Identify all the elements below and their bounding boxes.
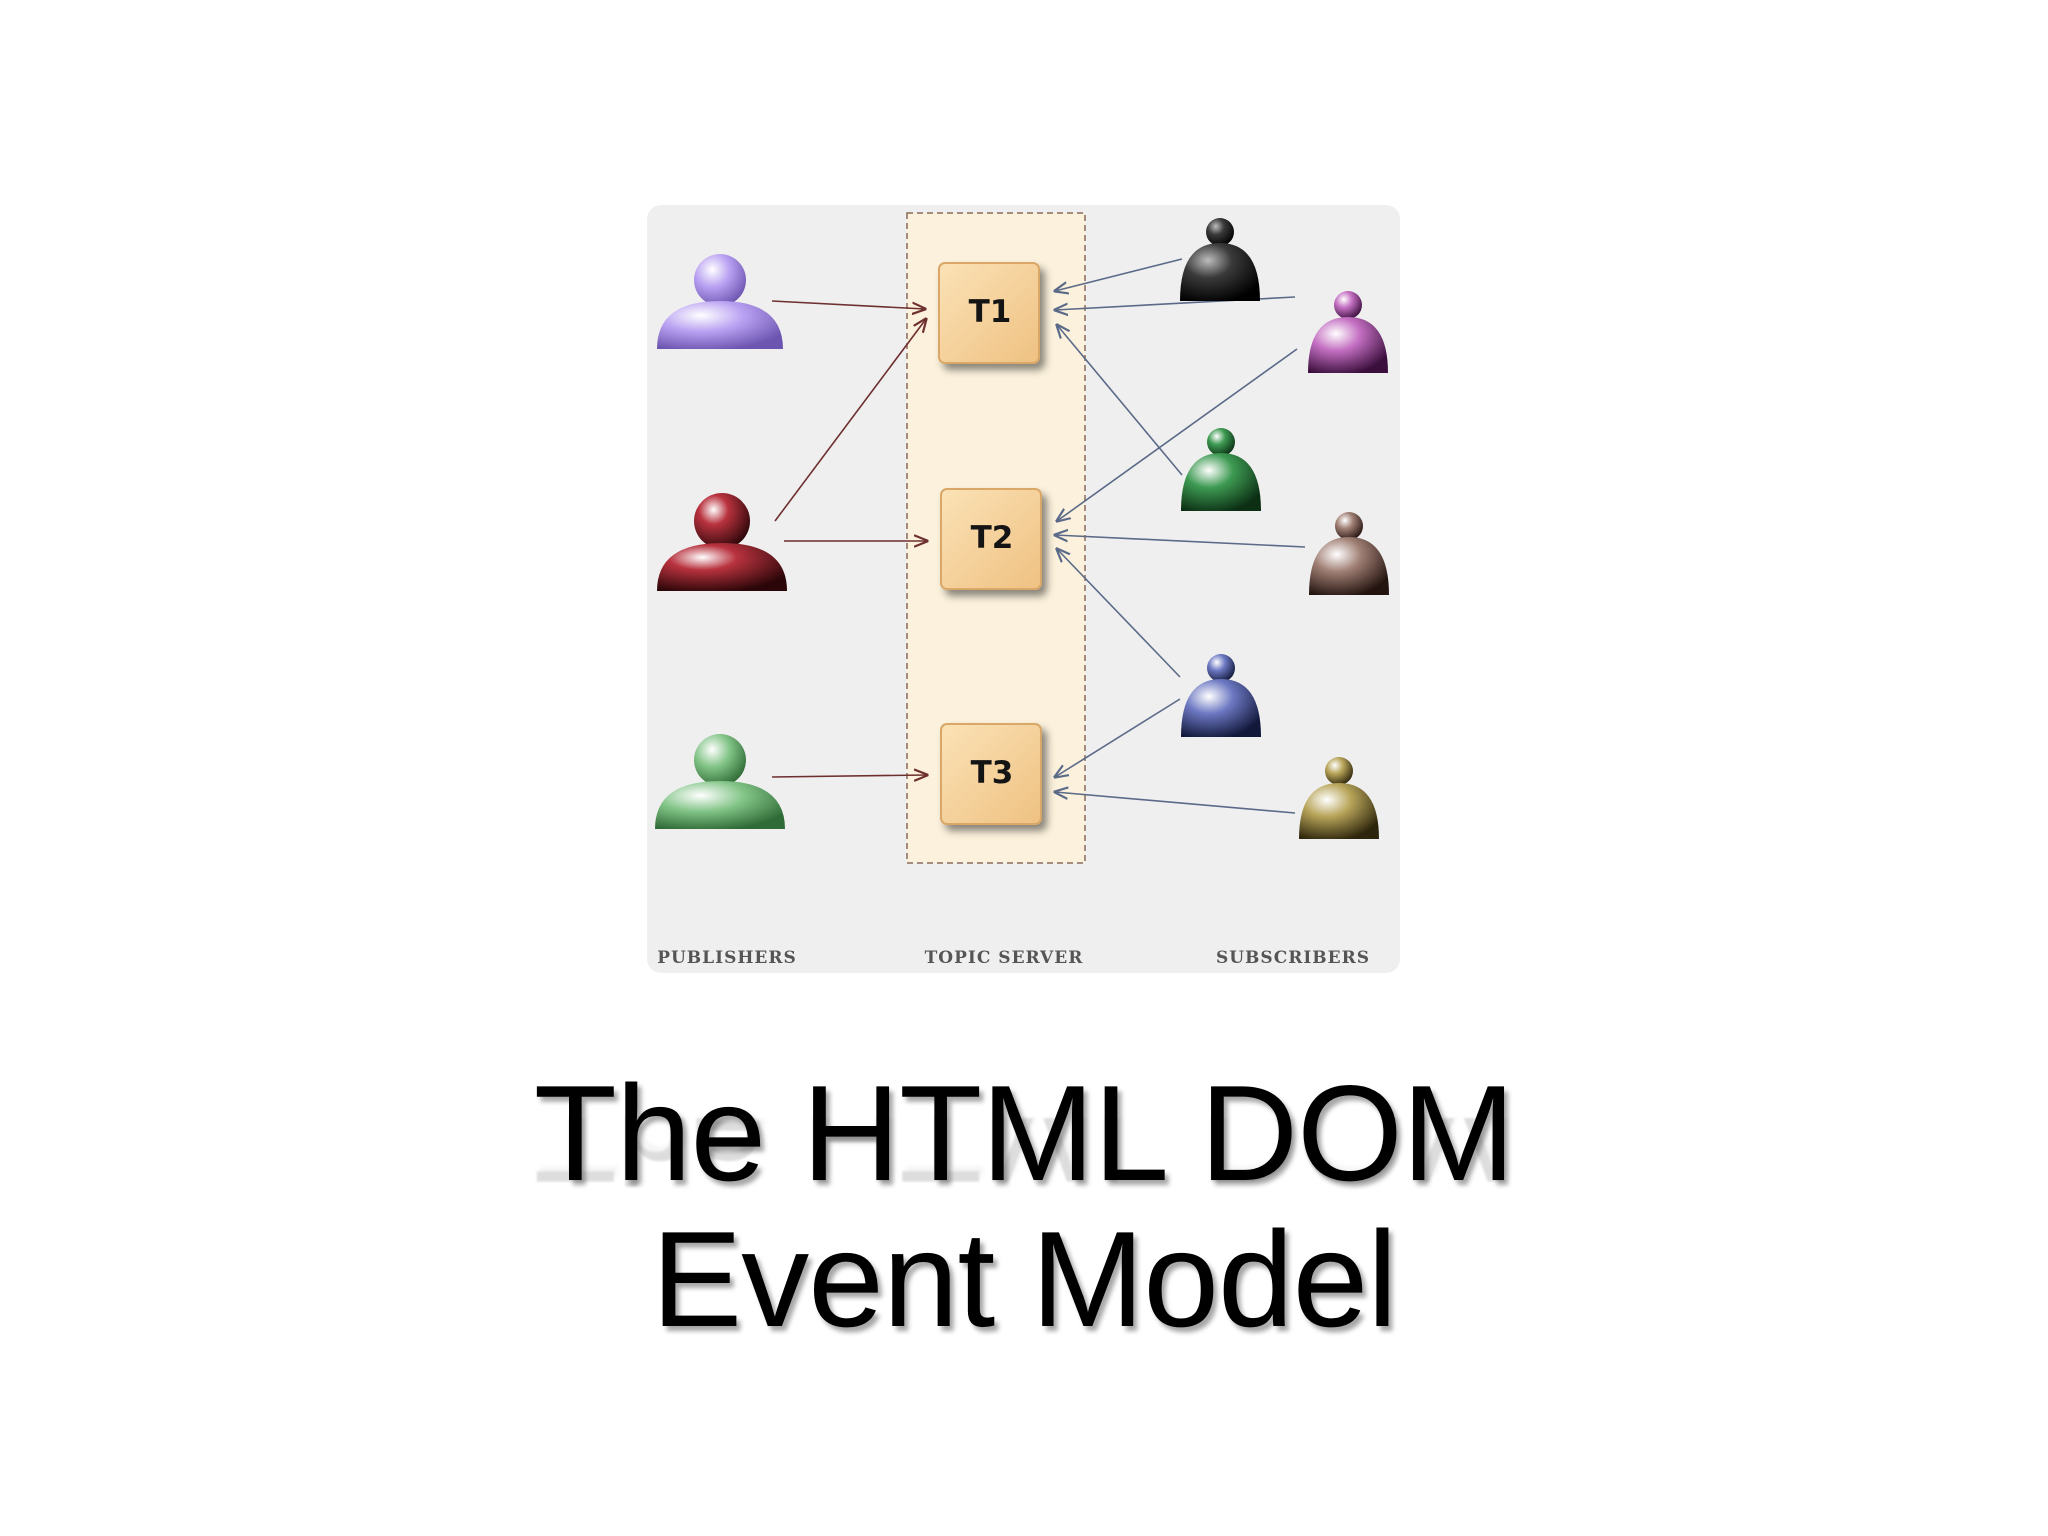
publisher-2-person-icon [657,493,787,591]
subscriber-1-person-icon [1180,218,1260,301]
arrow-pub1-t1 [771,300,925,309]
arrow-sub4-t2 [1055,535,1306,548]
arrow-sub2-t2 [1057,348,1298,521]
topic-label-t3: T3 [971,755,1014,791]
topic-box-t2: T2 [940,488,1042,590]
arrow-sub1-t1 [1055,258,1183,291]
topic-server-column-label: TOPIC SERVER [925,948,1084,968]
title-line-1: The HTML DOM [533,1057,1515,1209]
arrow-sub5-t2 [1057,549,1181,678]
arrow-pub3-t3 [771,775,927,777]
arrow-sub3-t1 [1057,325,1183,476]
slide-title: The HTML DOM Event Model [0,1060,2048,1352]
arrow-sub5-t3 [1055,698,1181,777]
subscriber-6-person-icon [1299,757,1379,839]
arrow-pub2-t1 [774,319,926,522]
subscriber-4-person-icon [1309,512,1389,595]
topic-box-t3: T3 [940,723,1042,825]
topic-label-t2: T2 [971,520,1014,556]
publishers-column-label: PUBLISHERS [657,948,797,968]
publish-subscribe-diagram: T1 T2 T3 [647,205,1400,973]
subscriber-3-person-icon [1181,428,1261,511]
subscriber-5-person-icon [1181,654,1261,737]
topic-label-t1: T1 [969,294,1012,330]
subscriber-2-person-icon [1308,291,1388,373]
subscribers-column-label: SUBSCRIBERS [1216,948,1370,968]
arrow-sub6-t3 [1055,792,1296,814]
title-line-2: Event Model [651,1203,1398,1355]
publisher-1-person-icon [657,254,783,349]
topic-box-t1: T1 [938,262,1040,364]
publisher-3-person-icon [655,734,785,829]
publisher-arrows [771,300,927,777]
subscriber-arrows [1055,258,1306,814]
